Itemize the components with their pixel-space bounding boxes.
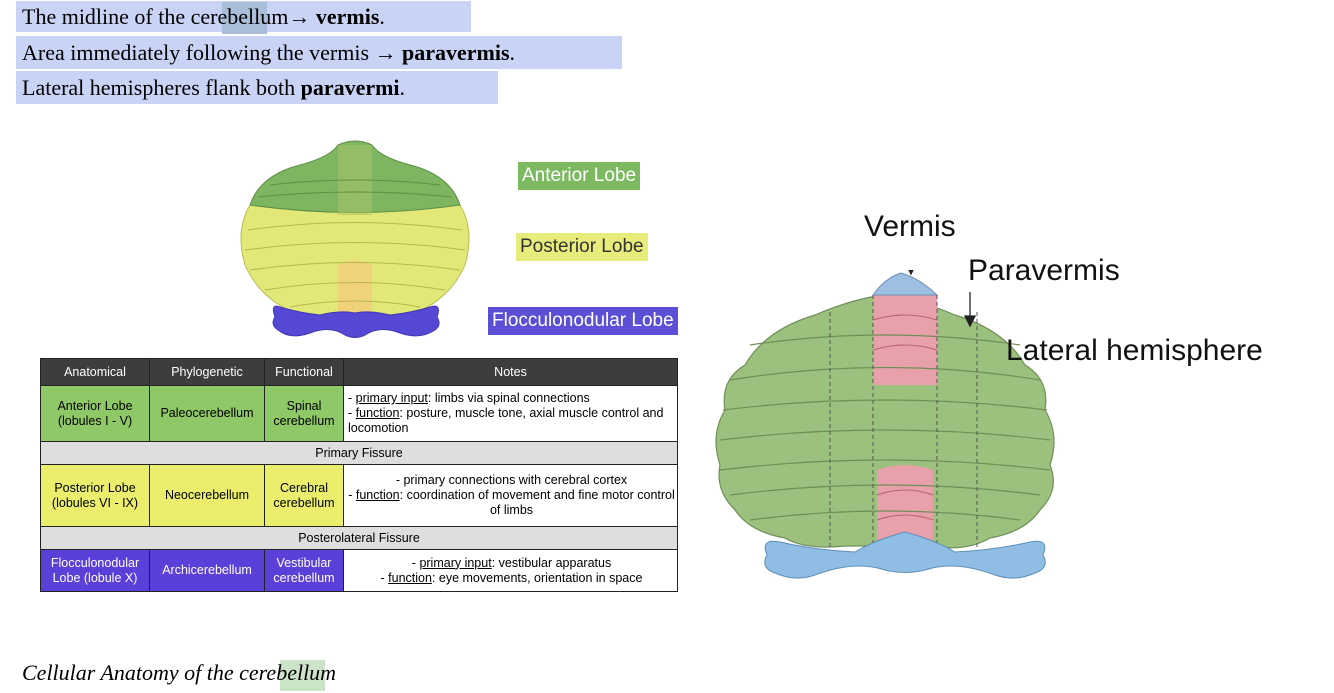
flocculonodular-lobe-shape (272, 305, 440, 338)
header-anatomical: Anatomical (40, 358, 150, 386)
text: The midline of the (22, 4, 191, 29)
text-highlighted: cere (190, 4, 228, 29)
cerebellum-divisions-table: Anatomical Phylogenetic Functional Notes… (40, 358, 678, 592)
cell-notes: - primary input: limbs via spinal connec… (343, 385, 678, 442)
cell-notes: - primary input: vestibular apparatus - … (343, 549, 678, 592)
table-row: Anterior Lobe(lobules I - V) Paleocerebe… (40, 385, 678, 442)
header-phylogenetic: Phylogenetic (149, 358, 265, 386)
cell-phylogenetic: Archicerebellum (149, 549, 265, 592)
header-notes: Notes (343, 358, 678, 386)
table-row: Posterior Lobe(lobules VI - IX) Neocereb… (40, 464, 678, 527)
text: function (388, 570, 432, 585)
text: . (379, 4, 385, 29)
text: - (348, 488, 356, 502)
text: primary input (355, 391, 428, 405)
term-vermis: vermis (315, 4, 380, 29)
text: Vestibular (276, 555, 332, 570)
text: . (509, 40, 516, 65)
text: - (380, 570, 389, 585)
text: . (399, 75, 406, 100)
term-paravermi: paravermi (300, 75, 400, 100)
cerebellum-lobes-illustration (240, 140, 470, 338)
vermis-upper-shape (873, 295, 937, 385)
text: cerebellum (273, 413, 335, 428)
text: Area immediately following the vermis → (22, 40, 403, 65)
text: primary input (419, 555, 492, 570)
intro-line-1: The midline of the cerebellum→ vermis. (22, 2, 385, 31)
text: Spinal (286, 398, 322, 413)
text: function (355, 488, 400, 502)
highlight-cere (222, 2, 267, 34)
text: - (348, 406, 356, 420)
cell-anatomical: Posterior Lobe(lobules VI - IX) (40, 464, 150, 527)
table-header-row: Anatomical Phylogenetic Functional Notes (40, 358, 678, 386)
text: bellum (276, 660, 337, 685)
text: cerebellum (273, 495, 335, 510)
header-functional: Functional (264, 358, 344, 386)
intro-line-3: Lateral hemispheres flank both paravermi… (22, 73, 405, 102)
cerebellum-zones-illustration (715, 270, 1055, 579)
text: Cerebral (280, 480, 328, 495)
text: : posture, muscle tone, axial muscle con… (348, 406, 664, 435)
vermis-top-shape (872, 272, 939, 296)
term-paravermis: paravermis (402, 40, 510, 65)
text: : coordination of movement and fine moto… (399, 488, 675, 517)
text: bellum→ (227, 4, 316, 29)
highlight-line-3 (16, 71, 498, 104)
label-paravermis: Paravermis (968, 254, 1120, 287)
text: Anterior Lobe (57, 398, 133, 413)
text: cerebellum (273, 570, 335, 585)
legend-flocculonodular-lobe: Flocculonodular Lobe (488, 307, 678, 335)
label-lateral-hemisphere: Lateral hemisphere (1006, 334, 1263, 367)
cell-phylogenetic: Paleocerebellum (149, 385, 265, 442)
text: function (355, 406, 400, 420)
intro-line-2: Area immediately following the vermis → … (22, 38, 515, 67)
cell-notes: - primary connections with cerebral cort… (343, 464, 678, 527)
text: : vestibular apparatus (491, 555, 612, 570)
text: - (411, 555, 420, 570)
fissure-row: Posterolateral Fissure (40, 526, 678, 550)
legend-anterior-lobe: Anterior Lobe (518, 162, 641, 190)
label-vermis: Vermis (864, 210, 956, 243)
text: Flocculonodular (50, 555, 140, 570)
text: - primary connections with cerebral cort… (395, 473, 628, 487)
fissure-posterolateral: Posterolateral Fissure (40, 526, 678, 550)
text-highlighted: cere (239, 660, 277, 685)
text: Posterior Lobe (54, 480, 136, 495)
text: (lobules I - V) (57, 413, 133, 428)
text: : limbs via spinal connections (427, 391, 590, 405)
flocculonodular-shape (764, 531, 1046, 579)
legend-posterior-lobe: Posterior Lobe (516, 233, 648, 261)
text: Lobe (lobule X) (52, 570, 138, 585)
cell-phylogenetic: Neocerebellum (149, 464, 265, 527)
cell-anatomical: Anterior Lobe(lobules I - V) (40, 385, 150, 442)
text: Cellular Anatomy of the (22, 660, 240, 685)
text: (lobules VI - IX) (51, 495, 139, 510)
highlight-cere-caption (280, 660, 325, 691)
text: - (348, 391, 356, 405)
text: Lateral hemispheres flank both (22, 75, 301, 100)
fissure-primary: Primary Fissure (40, 441, 678, 465)
text: : eye movements, orientation in space (431, 570, 643, 585)
fissure-row: Primary Fissure (40, 441, 678, 465)
section-heading-cellular-anatomy: Cellular Anatomy of the cerebellum (22, 660, 336, 686)
vermis-lower (338, 260, 372, 320)
highlight-line-2 (16, 36, 622, 69)
